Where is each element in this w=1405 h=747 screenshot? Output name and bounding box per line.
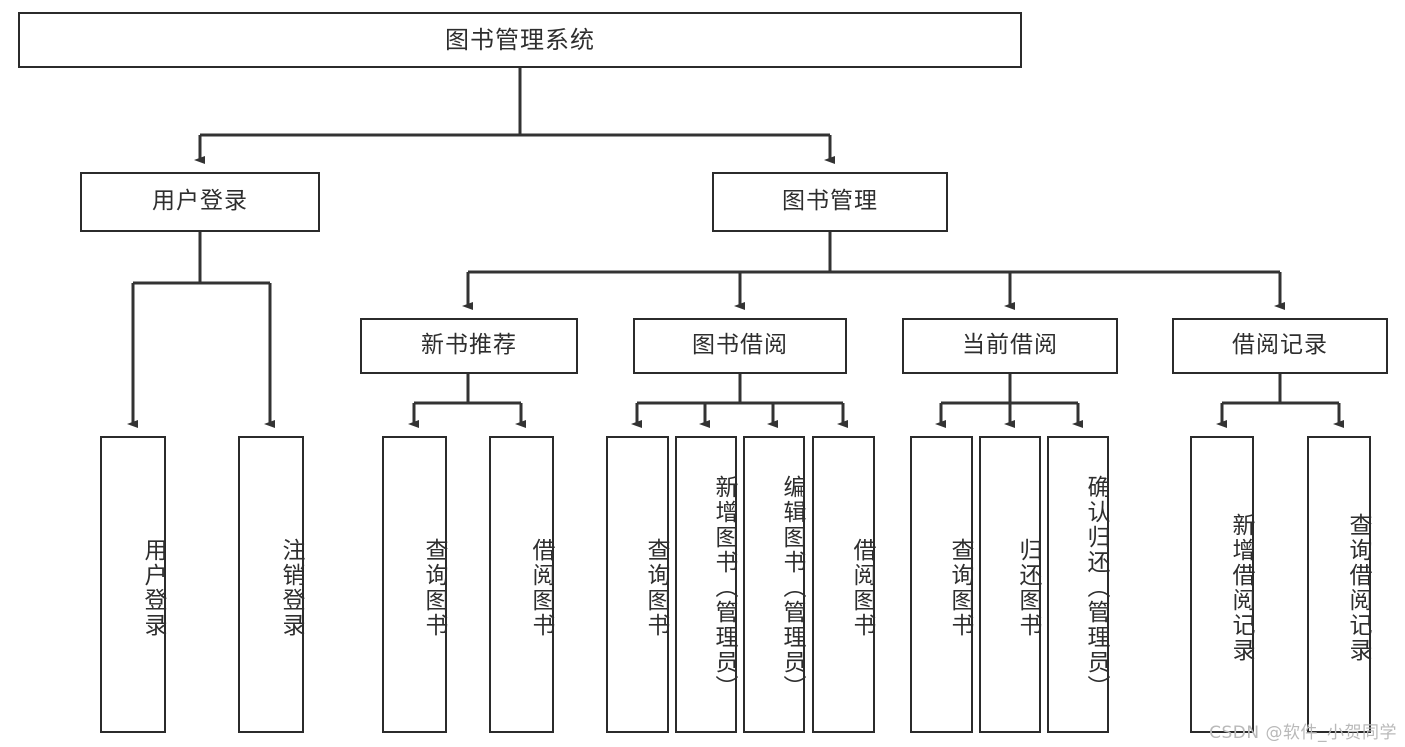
node-borrow-record-label: 借阅记录 [1232, 332, 1328, 359]
leaf-user-login[interactable]: 用户登录 [100, 436, 166, 733]
node-current-borrow[interactable]: 当前借阅 [902, 318, 1118, 374]
leaf-add-book-label: 新增图书（管理员） [711, 475, 737, 700]
leaf-borrow-book-1-label: 借阅图书 [528, 537, 554, 638]
leaf-add-book[interactable]: 新增图书（管理员） [675, 436, 737, 733]
leaf-add-record[interactable]: 新增借阅记录 [1190, 436, 1254, 733]
leaf-user-logout-label: 注销登录 [278, 537, 304, 638]
leaf-edit-book-label: 编辑图书（管理员） [779, 475, 805, 700]
leaf-query-book-3[interactable]: 查询图书 [910, 436, 973, 733]
leaf-confirm-return[interactable]: 确认归还（管理员） [1047, 436, 1109, 733]
node-root-system[interactable]: 图书管理系统 [18, 12, 1022, 68]
leaf-return-book-label: 归还图书 [1015, 537, 1041, 638]
node-user-login[interactable]: 用户登录 [80, 172, 320, 232]
leaf-query-record[interactable]: 查询借阅记录 [1307, 436, 1371, 733]
csdn-watermark: CSDN @软件_小贺同学 [1209, 723, 1397, 743]
leaf-query-book-2[interactable]: 查询图书 [606, 436, 669, 733]
leaf-borrow-book-2[interactable]: 借阅图书 [812, 436, 875, 733]
leaf-edit-book[interactable]: 编辑图书（管理员） [743, 436, 805, 733]
leaf-user-login-label: 用户登录 [140, 537, 166, 638]
leaf-borrow-book-1[interactable]: 借阅图书 [489, 436, 554, 733]
node-book-borrow-label: 图书借阅 [692, 332, 788, 359]
leaf-confirm-return-label: 确认归还（管理员） [1083, 475, 1109, 700]
node-new-book-recommend[interactable]: 新书推荐 [360, 318, 578, 374]
node-user-login-label: 用户登录 [152, 188, 248, 215]
node-root-label: 图书管理系统 [445, 25, 595, 54]
node-new-book-recommend-label: 新书推荐 [421, 332, 517, 359]
leaf-borrow-book-2-label: 借阅图书 [849, 537, 875, 638]
node-book-manage-label: 图书管理 [782, 188, 878, 215]
leaf-query-book-3-label: 查询图书 [947, 537, 973, 638]
leaf-return-book[interactable]: 归还图书 [979, 436, 1041, 733]
leaf-query-book-1-label: 查询图书 [421, 537, 447, 638]
node-book-manage[interactable]: 图书管理 [712, 172, 948, 232]
leaf-add-record-label: 新增借阅记录 [1228, 512, 1254, 663]
leaf-query-book-2-label: 查询图书 [643, 537, 669, 638]
leaf-query-book-1[interactable]: 查询图书 [382, 436, 447, 733]
node-current-borrow-label: 当前借阅 [962, 332, 1058, 359]
node-book-borrow[interactable]: 图书借阅 [633, 318, 847, 374]
node-borrow-record[interactable]: 借阅记录 [1172, 318, 1388, 374]
leaf-user-logout[interactable]: 注销登录 [238, 436, 304, 733]
leaf-query-record-label: 查询借阅记录 [1345, 512, 1371, 663]
